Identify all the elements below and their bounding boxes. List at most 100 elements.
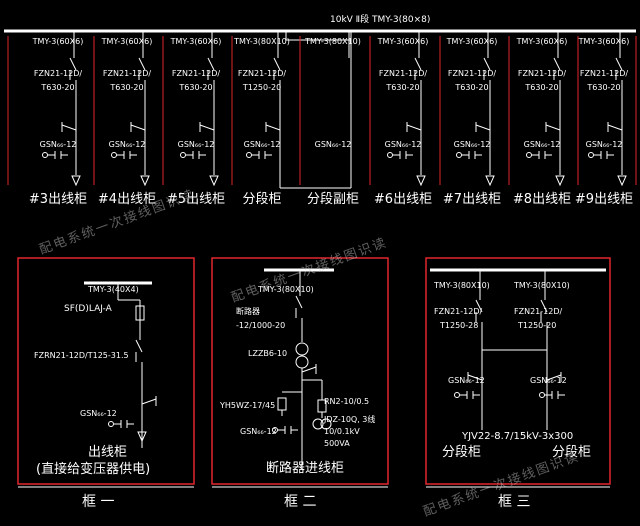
busbar-label: 10kV Ⅱ段 TMY-3(80×8) xyxy=(330,15,431,25)
panel-9-earth-switch xyxy=(607,124,623,131)
box1-name: 出线柜 xyxy=(88,445,128,460)
box2-breaker-label: 断路器 xyxy=(236,307,260,316)
box3-left-rating: T1250-28 xyxy=(440,321,479,330)
panel-1-breaker xyxy=(69,57,77,71)
panel-4-indicator xyxy=(246,152,252,158)
box3-left-breaker xyxy=(475,299,483,313)
panel-1-outlet-arrow xyxy=(71,175,81,187)
box3-left-name: 分段柜 xyxy=(442,445,482,460)
panel-switch-label-7: FZN21-12D/ xyxy=(447,69,497,78)
box3-frame xyxy=(425,257,611,485)
box1-earth-switch xyxy=(141,398,157,405)
panel-1-indicator xyxy=(42,152,48,158)
panel-meter-label-1: GSN₆₆-12 xyxy=(39,140,77,149)
panel-bus-label-5: TMY-3(80X10) xyxy=(305,37,361,46)
panel-8-earth-switch xyxy=(545,124,561,131)
panel-rating-label-3: T630-20 xyxy=(179,83,213,92)
box1-fuse-label: SF(D)LAJ-A xyxy=(64,304,112,314)
box1-switch-label: FZRN21-12D/T125-31.5 xyxy=(34,351,129,360)
panel-8-indicator xyxy=(526,152,532,158)
box1-bus-label: TMY-3(40X4) xyxy=(88,285,139,294)
panel-4-earth-switch xyxy=(265,124,281,131)
panel-meter-label-2: GSN₆₆-12 xyxy=(108,140,146,149)
box2-bus-label: TMY-3(80X10) xyxy=(258,285,314,294)
panel-8-outlet-arrow xyxy=(555,175,565,187)
panel-9-outlet-arrow xyxy=(617,175,627,187)
box2-arrester xyxy=(277,397,287,411)
box3-right-indicator xyxy=(539,392,545,398)
panel-2-outlet-arrow xyxy=(140,175,150,187)
box3-cable-label: YJV22-8.7/15kV-3x300 xyxy=(462,431,574,442)
box2-pt-capacity: 500VA xyxy=(324,439,350,448)
panel-rating-label-9: T630-20 xyxy=(587,83,621,92)
panel-bus-label-7: TMY-3(60X6) xyxy=(446,37,498,46)
panel-rating-label-8: T630-20 xyxy=(525,83,559,92)
panel-3-indicator xyxy=(180,152,186,158)
panel-switch-label-4: FZN21-12D/ xyxy=(237,69,287,78)
box3-left-earth-switch xyxy=(467,374,483,381)
box1-meter-label: GSN₆₆-12 xyxy=(80,409,117,418)
panel-3-outlet-arrow xyxy=(209,175,219,187)
panel-switch-label-3: FZN21-12D/ xyxy=(171,69,221,78)
panel-switch-label-9: FZN21-12D/ xyxy=(579,69,629,78)
box2-pt-label: JDZ-10Q, 3线 xyxy=(324,415,376,424)
panel-name-4: 分段柜 xyxy=(242,192,282,207)
panel-name-2: #4出线柜 xyxy=(97,192,157,207)
box3-caption: 框 三 xyxy=(498,494,531,510)
box3-right-meter-label: GSN₆₆-12 xyxy=(530,376,567,385)
panel-name-8: #8出线柜 xyxy=(512,192,572,207)
panel-meter-label-7: GSN₆₆-12 xyxy=(453,140,491,149)
box2-breaker xyxy=(295,295,303,309)
box2-pt-winding-2 xyxy=(320,418,332,430)
panel-rating-label-2: T630-20 xyxy=(110,83,144,92)
panel-4-breaker xyxy=(273,57,281,71)
panel-bus-label-6: TMY-3(60X6) xyxy=(377,37,429,46)
panel-bus-label-3: TMY-3(60X6) xyxy=(170,37,222,46)
box3-right-name: 分段柜 xyxy=(552,445,592,460)
panel-9-indicator xyxy=(588,152,594,158)
box1-fuse xyxy=(135,305,145,321)
box2-meter-label: GSN₆₆-12 xyxy=(240,427,277,436)
panel-meter-label-8: GSN₆₆-12 xyxy=(523,140,561,149)
panel-name-5: 分段副柜 xyxy=(306,192,359,207)
panel-8-breaker xyxy=(553,57,561,71)
panel-switch-label-6: FZN21-12D/ xyxy=(378,69,428,78)
box3-right-rating: T1250-20 xyxy=(518,321,557,330)
panel-name-9: #9出线柜 xyxy=(574,192,634,207)
box2-breaker-rating: -12/1000-20 xyxy=(236,321,286,330)
panel-2-indicator xyxy=(111,152,117,158)
panel-2-earth-switch xyxy=(130,124,146,131)
panel-7-indicator xyxy=(456,152,462,158)
panel-6-outlet-arrow xyxy=(416,175,426,187)
box2-name: 断路器进线柜 xyxy=(266,461,345,476)
panel-rating-label-7: T630-20 xyxy=(455,83,489,92)
box2-pt-winding-1 xyxy=(312,418,324,430)
box3-right-bus-label: TMY-3(80X10) xyxy=(514,281,570,290)
panel-switch-label-2: FZN21-12D/ xyxy=(102,69,152,78)
panel-meter-label-6: GSN₆₆-12 xyxy=(384,140,422,149)
panel-7-earth-switch xyxy=(475,124,491,131)
panel-switch-label-8: FZN21-12D/ xyxy=(517,69,567,78)
box2-earth-switch xyxy=(301,366,317,373)
panel-bus-label-4: TMY-3(80X10) xyxy=(234,37,290,46)
box1-load-switch xyxy=(135,339,143,353)
panel-7-breaker xyxy=(483,57,491,71)
panel-3-breaker xyxy=(207,57,215,71)
box3-right-breaker xyxy=(540,299,548,313)
panel-meter-label-4: GSN₆₆-12 xyxy=(243,140,281,149)
panel-7-outlet-arrow xyxy=(485,175,495,187)
panel-1-earth-switch xyxy=(61,124,77,131)
box1-subtitle: (直接给变压器供电) xyxy=(36,462,151,477)
panel-name-7: #7出线柜 xyxy=(442,192,502,207)
box2-ct-2 xyxy=(295,355,309,369)
box3-right-switch-label: FZN21-12D/ xyxy=(514,307,563,316)
panel-name-1: #3出线柜 xyxy=(28,192,88,207)
box2-frame xyxy=(211,257,389,485)
panel-bus-label-1: TMY-3(60X6) xyxy=(32,37,84,46)
box1-outlet-arrow xyxy=(137,431,147,443)
box2-arrester-label: YH5WZ-17/45 xyxy=(220,401,276,410)
panel-rating-label-6: T630-20 xyxy=(386,83,420,92)
panel-bus-label-8: TMY-3(60X6) xyxy=(516,37,568,46)
box3-right-earth-switch xyxy=(546,374,562,381)
box3-left-indicator xyxy=(454,392,460,398)
